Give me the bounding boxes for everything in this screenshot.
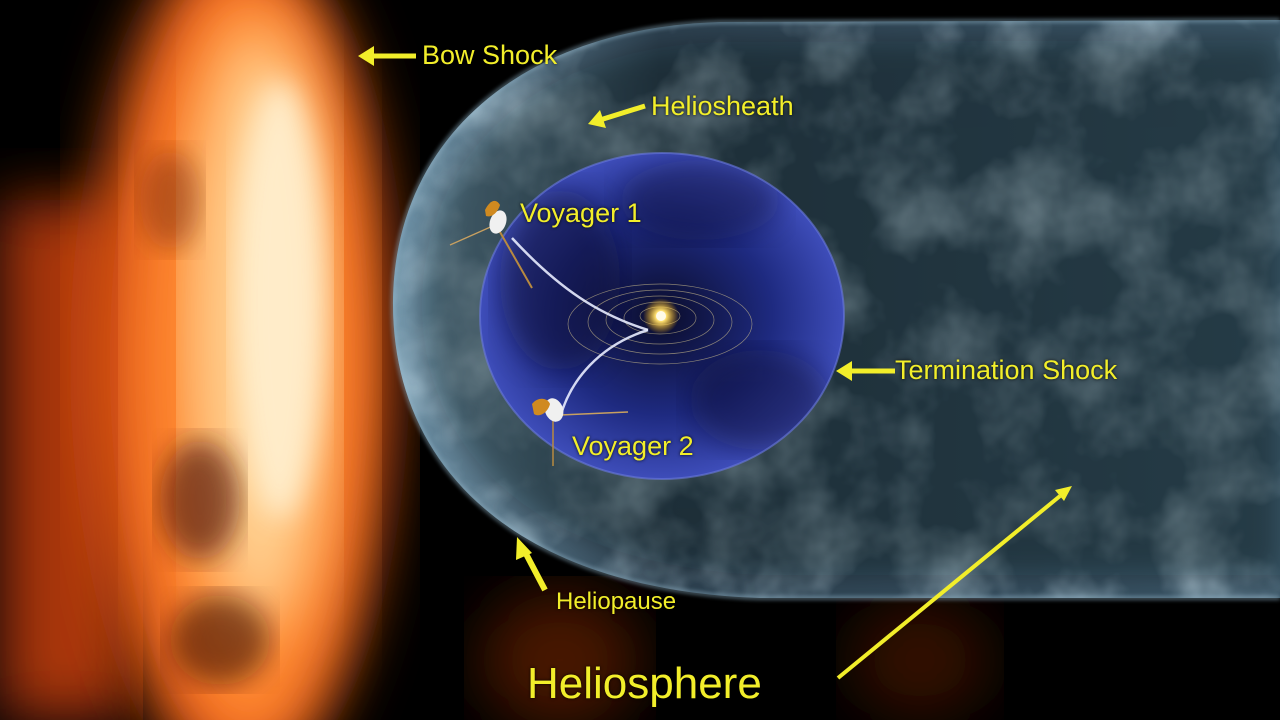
termination-shock-label: Termination Shock — [895, 355, 1118, 385]
voyager1-label: Voyager 1 — [520, 198, 642, 228]
solar-system — [567, 283, 753, 365]
heliosheath-label: Heliosheath — [651, 91, 794, 121]
heliosphere-arrow-icon — [836, 486, 1072, 680]
voyager2-label: Voyager 2 — [572, 431, 694, 461]
voyager1-trajectory — [511, 237, 649, 332]
voyager2-trajectory — [558, 328, 649, 419]
heliopause-label: Heliopause — [556, 588, 677, 615]
heliosphere-title: Heliosphere — [527, 659, 762, 708]
heliopause-arrow-icon — [516, 537, 548, 592]
heliosheath-arrow-icon — [588, 103, 646, 128]
termination-shock-arrow-icon — [836, 361, 895, 381]
bow-shock-region — [0, 0, 990, 720]
voyager1-spacecraft-icon — [449, 200, 533, 289]
voyager2-spacecraft-icon — [532, 398, 629, 466]
bow-shock-arrow-icon — [358, 46, 416, 66]
annotation-arrows — [358, 46, 1072, 680]
bow-shock-label: Bow Shock — [422, 40, 558, 70]
